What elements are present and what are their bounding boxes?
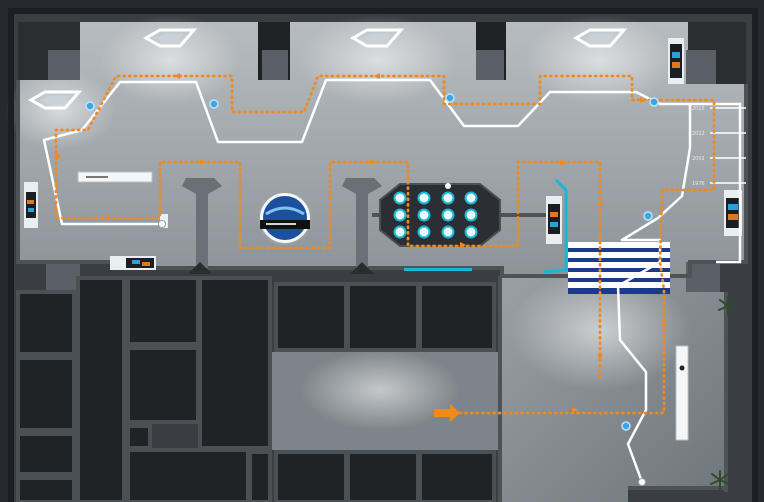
cyan-screen-bar: [404, 268, 472, 271]
timeline-year: 2002: [692, 156, 705, 162]
display-case: [86, 176, 108, 178]
partition-wall: [342, 178, 382, 268]
lower-wall: [724, 292, 728, 492]
wall-wedge: [350, 262, 374, 274]
blue-dot-icon: [85, 93, 659, 431]
timeline-year: 1976: [692, 181, 705, 187]
light-glow: [298, 15, 458, 105]
service-rooms: [16, 276, 496, 502]
path-endpoint: [638, 478, 646, 486]
exhibit-pedestals: [393, 191, 478, 239]
light-glow: [300, 350, 460, 430]
wall-wedge: [188, 262, 212, 274]
wall-poster: [546, 196, 562, 244]
display-case: [77, 171, 153, 183]
pillar: [48, 50, 80, 80]
diamond-light-icon: [349, 28, 405, 48]
plant-icon: [718, 296, 738, 316]
timeline-year: 2015: [692, 106, 705, 112]
plant-icon: [710, 470, 730, 490]
pillar: [476, 50, 504, 80]
tall-display: [675, 345, 689, 441]
timeline-year: 2012: [692, 131, 705, 137]
pillar: [262, 50, 288, 80]
route-direction-marks: [55, 73, 667, 413]
lower-wall: [628, 486, 728, 490]
diamond-light-icon: [142, 28, 198, 48]
pillar: [46, 262, 80, 292]
lower-wall: [498, 276, 502, 502]
path-endpoint: [158, 220, 166, 228]
partition-wall: [182, 178, 222, 268]
light-glow: [5, 70, 115, 150]
visitor-route: [54, 74, 716, 415]
outer-wall-notches: [8, 8, 758, 502]
light-glow: [510, 270, 690, 390]
diamond-light-icon: [27, 90, 83, 110]
wall-poster: [24, 182, 38, 228]
light-glow: [525, 15, 675, 105]
diamond-light-icon: [572, 28, 628, 48]
round-logo-exhibit: [258, 191, 312, 245]
white-guide-path: [42, 78, 692, 483]
cyan-screen-wall: [543, 178, 568, 274]
arrow-right-icon: [434, 404, 460, 422]
exhibit-spot: [445, 183, 451, 189]
wall-poster: [110, 256, 156, 270]
pillar: [686, 50, 716, 84]
wall-poster: [724, 190, 742, 236]
wall-poster: [668, 38, 684, 84]
